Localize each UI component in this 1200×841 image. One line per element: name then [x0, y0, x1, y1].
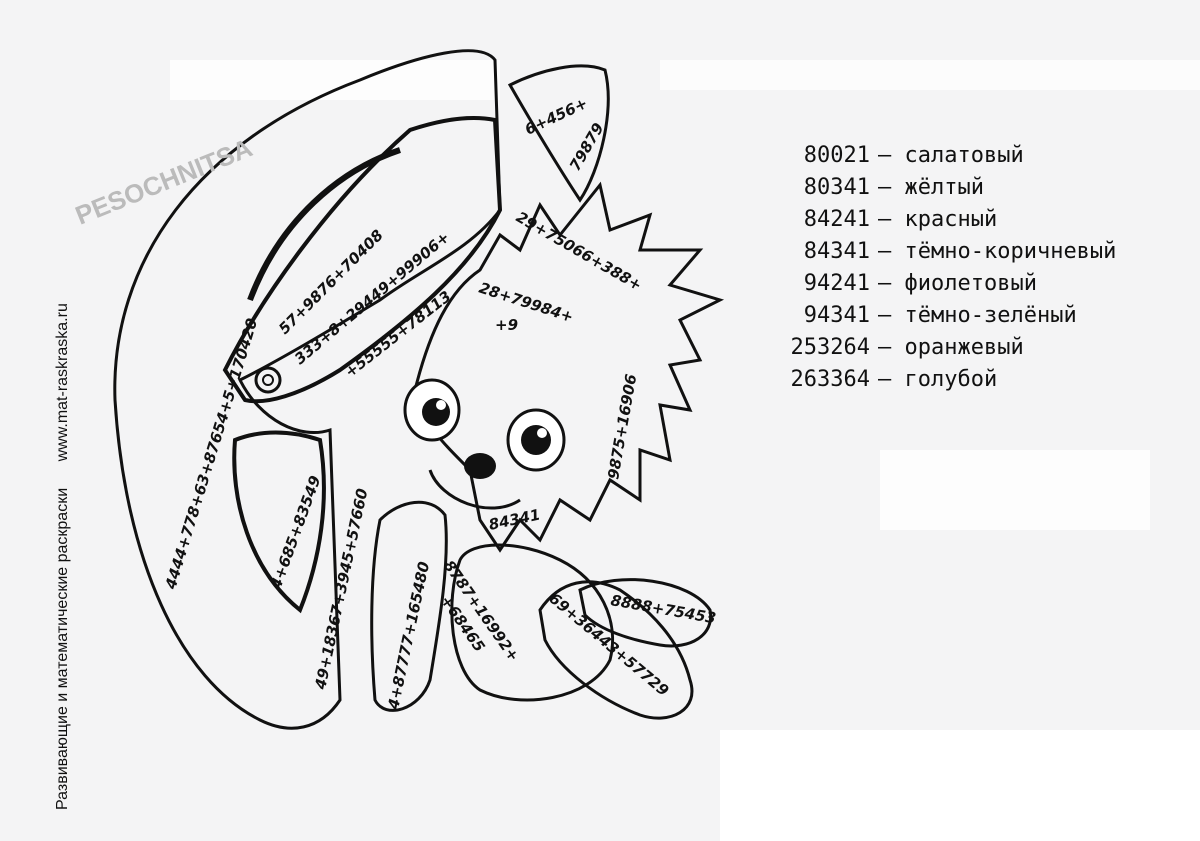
- key-color: тёмно-зелёный: [904, 303, 1077, 328]
- eq-hat-fold-lower: 49+18367+3945+57660: [311, 487, 371, 692]
- eq-hair-top: 29+75066+388+: [513, 208, 645, 295]
- key-color: красный: [904, 207, 998, 232]
- foot[interactable]: [578, 578, 713, 648]
- key-number: 263364: [790, 367, 870, 392]
- key-number: 253264: [790, 335, 870, 360]
- smile: [428, 469, 521, 510]
- correction-tape: [170, 60, 500, 100]
- leg[interactable]: [538, 580, 694, 720]
- eq-foot: 8888+75453: [609, 591, 717, 627]
- right-pupil: [521, 425, 551, 455]
- eq-hair-front2: +9: [495, 316, 518, 334]
- key-color: голубой: [904, 367, 998, 392]
- key-number: 94241: [803, 271, 870, 296]
- right-eye-highlight: [537, 428, 547, 438]
- body[interactable]: [450, 543, 615, 702]
- key-number: 84341: [803, 239, 870, 264]
- eq-hat-fold: 4+685+83549: [267, 473, 325, 592]
- hat-brim[interactable]: [113, 49, 502, 730]
- left-pupil: [422, 398, 450, 426]
- key-color: салатовый: [904, 143, 1024, 168]
- color-key: 80021– салатовый 80341– жёлтый 84241– кр…: [760, 140, 1180, 396]
- key-number: 84241: [803, 207, 870, 232]
- hat-spiral-inner: [262, 374, 274, 386]
- color-key-row: 253264– оранжевый: [760, 332, 1180, 364]
- hat-flap[interactable]: [232, 430, 326, 614]
- key-color: тёмно-коричневый: [904, 239, 1117, 264]
- hat-tip[interactable]: [507, 64, 610, 203]
- key-color: жёлтый: [904, 175, 984, 200]
- hat-band[interactable]: [222, 116, 503, 404]
- eq-hat-brim: 4444+778+63+87654+5+170420: [161, 316, 261, 592]
- eq-hair-side: 9875+16906: [604, 373, 640, 481]
- hat-spiral: [254, 366, 282, 394]
- correction-tape: [660, 60, 1200, 90]
- color-key-row: 84341– тёмно-коричневый: [760, 236, 1180, 268]
- hat-stripe: [247, 147, 401, 302]
- key-color: оранжевый: [904, 335, 1024, 360]
- nose[interactable]: [464, 453, 496, 479]
- arm-left[interactable]: [370, 500, 448, 712]
- key-number: 80341: [803, 175, 870, 200]
- left-eye-highlight: [436, 400, 446, 410]
- correction-tape: [720, 730, 1200, 841]
- color-key-row: 263364– голубой: [760, 364, 1180, 396]
- color-key-row: 80341– жёлтый: [760, 172, 1180, 204]
- eq-hat-tip-top: 6+456+: [522, 94, 590, 139]
- eq-hair-front: 28+79984+: [477, 279, 576, 326]
- color-key-row: 84241– красный: [760, 204, 1180, 236]
- key-color: фиолетовый: [904, 271, 1037, 296]
- color-key-row: 80021– салатовый: [760, 140, 1180, 172]
- watermark: PESOCHNITSA: [71, 132, 257, 230]
- key-number: 94341: [803, 303, 870, 328]
- color-key-row: 94241– фиолетовый: [760, 268, 1180, 300]
- correction-tape: [880, 450, 1150, 530]
- key-number: 80021: [803, 143, 870, 168]
- color-key-row: 94341– тёмно-зелёный: [760, 300, 1180, 332]
